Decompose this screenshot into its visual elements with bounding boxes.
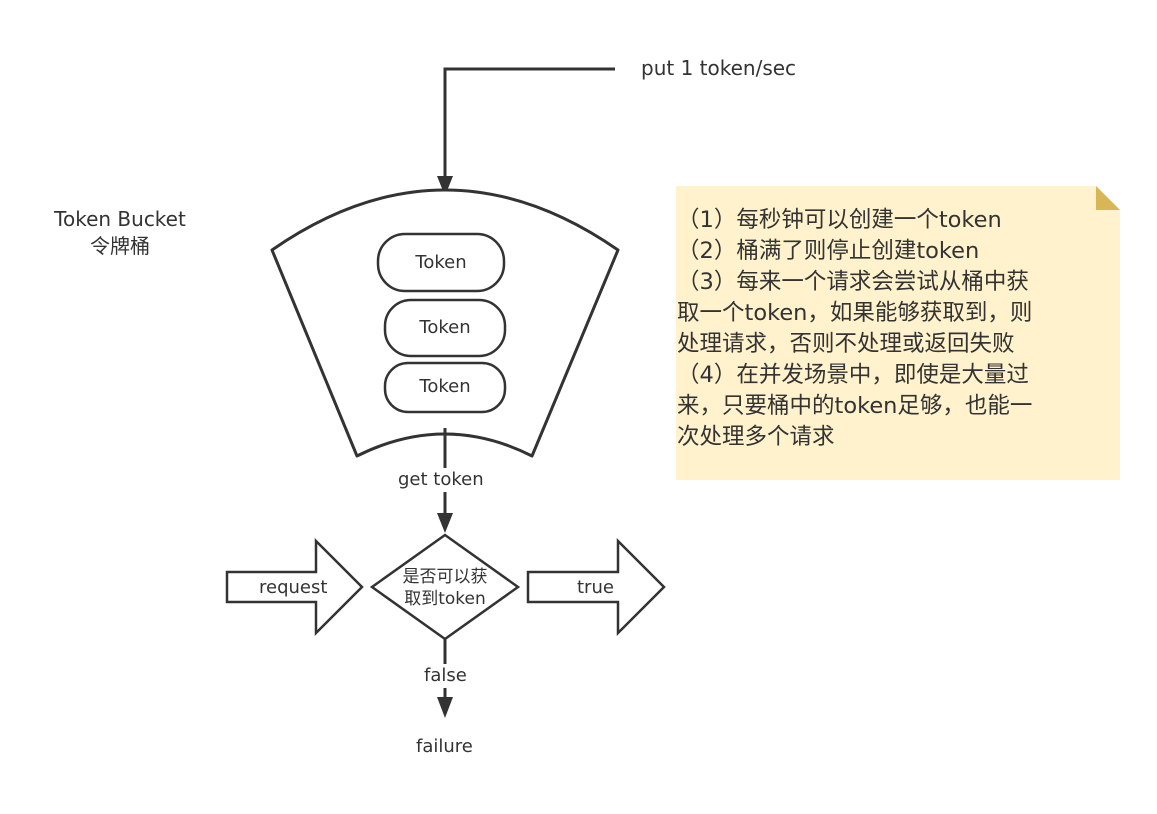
note-corner-fold [1096, 186, 1120, 210]
note-line: （2）桶满了则停止创建token [677, 238, 980, 264]
note-line: 次处理多个请求 [677, 424, 835, 450]
input-label: put 1 token/sec [641, 56, 797, 80]
get-token-label: get token [398, 469, 484, 490]
note-text: （1）每秒钟可以创建一个token （2）桶满了则停止创建token （3）每来… [677, 205, 1097, 453]
note-line: 取一个token，如果能够获取到，则 [677, 300, 1033, 326]
token-2-label: Token [419, 317, 471, 338]
decision-label: 是否可以获 取到token [372, 566, 518, 610]
request-label: request [259, 577, 328, 598]
note-line: 处理请求，否则不处理或返回失败 [677, 331, 1015, 357]
decision-label-line-1: 是否可以获 [402, 567, 488, 587]
note-line: 来，只要桶中的token足够，也能一 [677, 393, 1033, 419]
note-box [676, 186, 1120, 480]
diagram-title: Token Bucket [54, 207, 186, 231]
token-1-label: Token [415, 252, 467, 273]
token-3 [383, 361, 507, 414]
diagram-subtitle: 令牌桶 [90, 234, 150, 258]
false-label: false [424, 665, 467, 686]
note-line: （4）在并发场景中，即使是大量过 [677, 362, 1029, 388]
note-line: （3）每来一个请求会尝试从桶中获 [677, 269, 1029, 295]
input-connector [443, 67, 615, 180]
decision-label-line-2: 取到token [404, 589, 486, 609]
note-line: （1）每秒钟可以创建一个token [677, 207, 1002, 233]
token-3-label: Token [419, 376, 471, 397]
false-arrowhead [437, 697, 453, 718]
input-arrowhead [437, 176, 453, 196]
get-arrowhead [437, 513, 453, 533]
true-arrow [526, 537, 666, 637]
request-arrow [225, 537, 364, 637]
failure-label: failure [416, 736, 473, 757]
token-2 [383, 298, 507, 358]
token-1 [376, 232, 506, 293]
true-label: true [577, 577, 614, 598]
diagram-title-block: Token Bucket 令牌桶 [30, 206, 210, 260]
